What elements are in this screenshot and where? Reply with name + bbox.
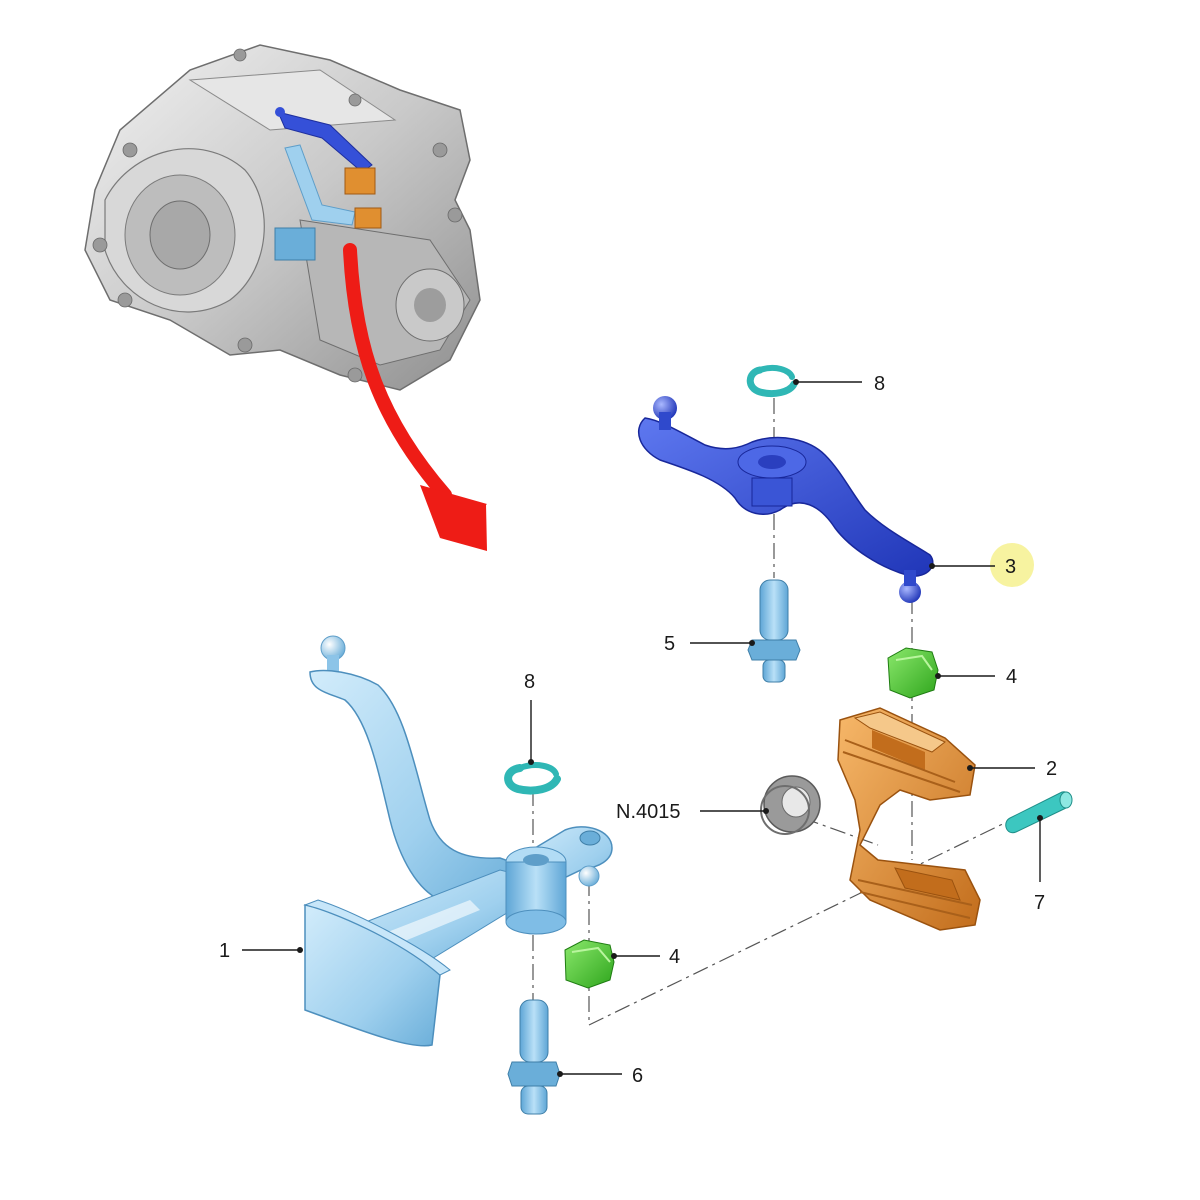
callout-1: 1 — [219, 940, 303, 962]
gearbox-housing-icon — [84, 44, 481, 391]
callout-n4015-label: N.4015 — [616, 801, 681, 823]
callout-n4015: N.4015 — [616, 801, 769, 823]
lever-part-3 — [638, 396, 934, 603]
curved-red-arrow-icon — [343, 243, 487, 551]
callout-8-bottom: 8 — [524, 671, 535, 765]
circlip-part-8-top — [746, 365, 798, 398]
callout-5: 5 — [664, 633, 755, 655]
callout-8-bottom-label: 8 — [524, 671, 535, 693]
pin-part-7 — [1005, 791, 1073, 834]
pedal-lever-part-1 — [303, 635, 613, 1047]
pin-part-5 — [747, 579, 801, 683]
callout-8-top-label: 8 — [874, 373, 885, 395]
callout-7: 7 — [1034, 815, 1045, 914]
highlight-marker — [990, 543, 1034, 587]
callout-4-bottom-label: 4 — [669, 946, 680, 968]
callout-6: 6 — [557, 1065, 643, 1087]
nut-part-4-top — [887, 647, 939, 699]
callout-4-top: 4 — [935, 666, 1017, 688]
circlip-part-8-bottom — [504, 762, 561, 795]
washer-n4015 — [760, 775, 821, 835]
callout-3-label: 3 — [1005, 556, 1016, 578]
callout-4-bottom: 4 — [611, 946, 680, 968]
callout-2: 2 — [967, 758, 1057, 780]
callout-7-label: 7 — [1034, 892, 1045, 914]
callout-2-label: 2 — [1046, 758, 1057, 780]
nut-part-4-bottom — [564, 939, 615, 989]
callout-4-top-label: 4 — [1006, 666, 1017, 688]
callout-1-label: 1 — [219, 940, 230, 962]
callout-8-top: 8 — [793, 373, 885, 395]
callout-3: 3 — [929, 543, 1034, 587]
callout-5-label: 5 — [664, 633, 675, 655]
bracket-part-2 — [837, 707, 981, 931]
pin-part-6 — [507, 999, 561, 1115]
callout-6-label: 6 — [632, 1065, 643, 1087]
